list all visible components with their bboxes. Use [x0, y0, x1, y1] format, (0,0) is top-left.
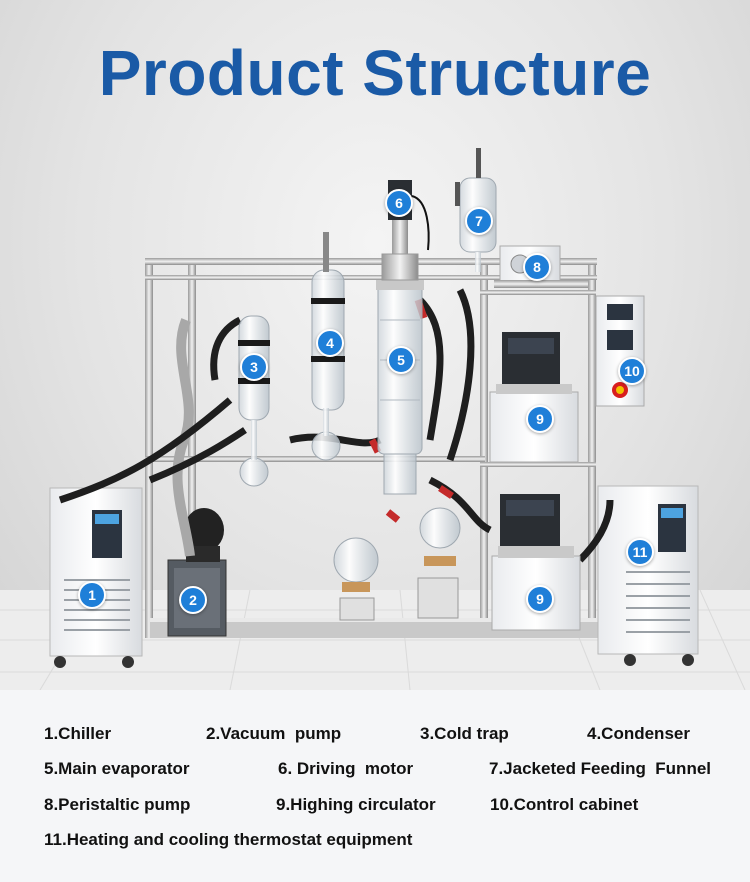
- badge-driving-motor: 6: [385, 189, 413, 217]
- badge-feeding-funnel: 7: [465, 207, 493, 235]
- steel-frame: [145, 258, 600, 638]
- page-title: Product Structure: [98, 37, 652, 109]
- vacuum-pump: [167, 508, 227, 637]
- distillation-equipment-illustration: [0, 148, 750, 690]
- legend-driving-motor: 6. Driving motor: [278, 759, 414, 778]
- badge-control-cabinet: 10: [618, 357, 646, 385]
- legend-condenser: 4.Condenser: [587, 724, 690, 743]
- legend-main-evaporator: 5.Main evaporator: [44, 759, 190, 778]
- badge-circulator-lower: 9: [526, 585, 554, 613]
- badge-vacuum-pump: 2: [179, 586, 207, 614]
- legend-control-cabinet: 10.Control cabinet: [490, 795, 639, 814]
- control-cabinet: [595, 295, 645, 407]
- badge-thermostat: 11: [626, 538, 654, 566]
- chiller: [49, 487, 143, 668]
- thermostat-equipment: [597, 485, 699, 666]
- badge-circulator-upper: 9: [526, 405, 554, 433]
- product-scene: Product Structure: [0, 0, 750, 690]
- legend-vacuum-pump: 2.Vacuum pump: [206, 724, 342, 743]
- badge-peristaltic-pump: 8: [523, 253, 551, 281]
- legend-chiller: 1.Chiller: [44, 724, 112, 743]
- badge-cold-trap: 3: [240, 353, 268, 381]
- circulator-upper: [489, 332, 579, 463]
- receiving-flasks: [333, 507, 461, 621]
- legend-circulator: 9.Highing circulator: [276, 795, 436, 814]
- badge-main-evaporator: 5: [387, 346, 415, 374]
- legend-panel: 1.Chiller 2.Vacuum pump 3.Cold trap 4.Co…: [0, 690, 750, 882]
- legend-thermostat: 11.Heating and cooling thermostat equipm…: [44, 830, 413, 849]
- legend-feeding-funnel: 7.Jacketed Feeding Funnel: [489, 759, 712, 778]
- circulator-lower: [491, 494, 581, 631]
- badge-condenser: 4: [316, 329, 344, 357]
- legend-cold-trap: 3.Cold trap: [420, 724, 509, 743]
- badge-chiller: 1: [78, 581, 106, 609]
- legend-peristaltic-pump: 8.Peristaltic pump: [44, 795, 191, 814]
